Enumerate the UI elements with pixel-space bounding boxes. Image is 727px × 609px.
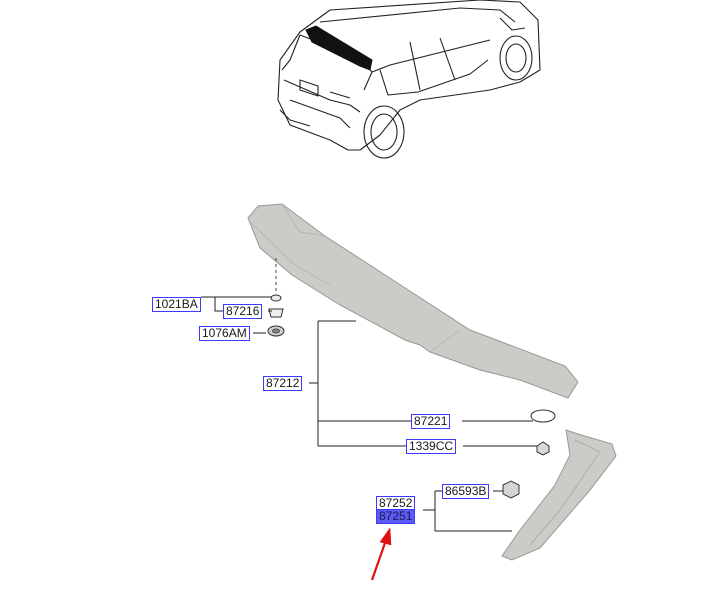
pointer-arrow [370,527,392,581]
car-spoiler-highlight [305,25,373,71]
rear-spoiler-shape [247,203,579,399]
part-label-86593B[interactable]: 86593B [442,484,490,499]
clip-shape [536,441,550,456]
part-label-1021BA[interactable]: 1021BA [152,297,201,312]
part-label-1339CC[interactable]: 1339CC [406,439,457,454]
leader-lines [201,296,537,532]
part-label-1076AM[interactable]: 1076AM [199,326,250,341]
side-trim-shape [501,429,617,561]
gasket-ring-shape [530,409,556,423]
part-label-87212[interactable]: 87212 [263,376,303,391]
nut-shape [268,308,284,318]
washer-shape [270,294,282,302]
car-illustration [277,0,541,159]
part-label-87221[interactable]: 87221 [411,414,451,429]
part-label-87216[interactable]: 87216 [223,304,263,319]
part-label-87251-selected[interactable]: 87251 [376,509,416,524]
bumper-shape [502,480,520,499]
